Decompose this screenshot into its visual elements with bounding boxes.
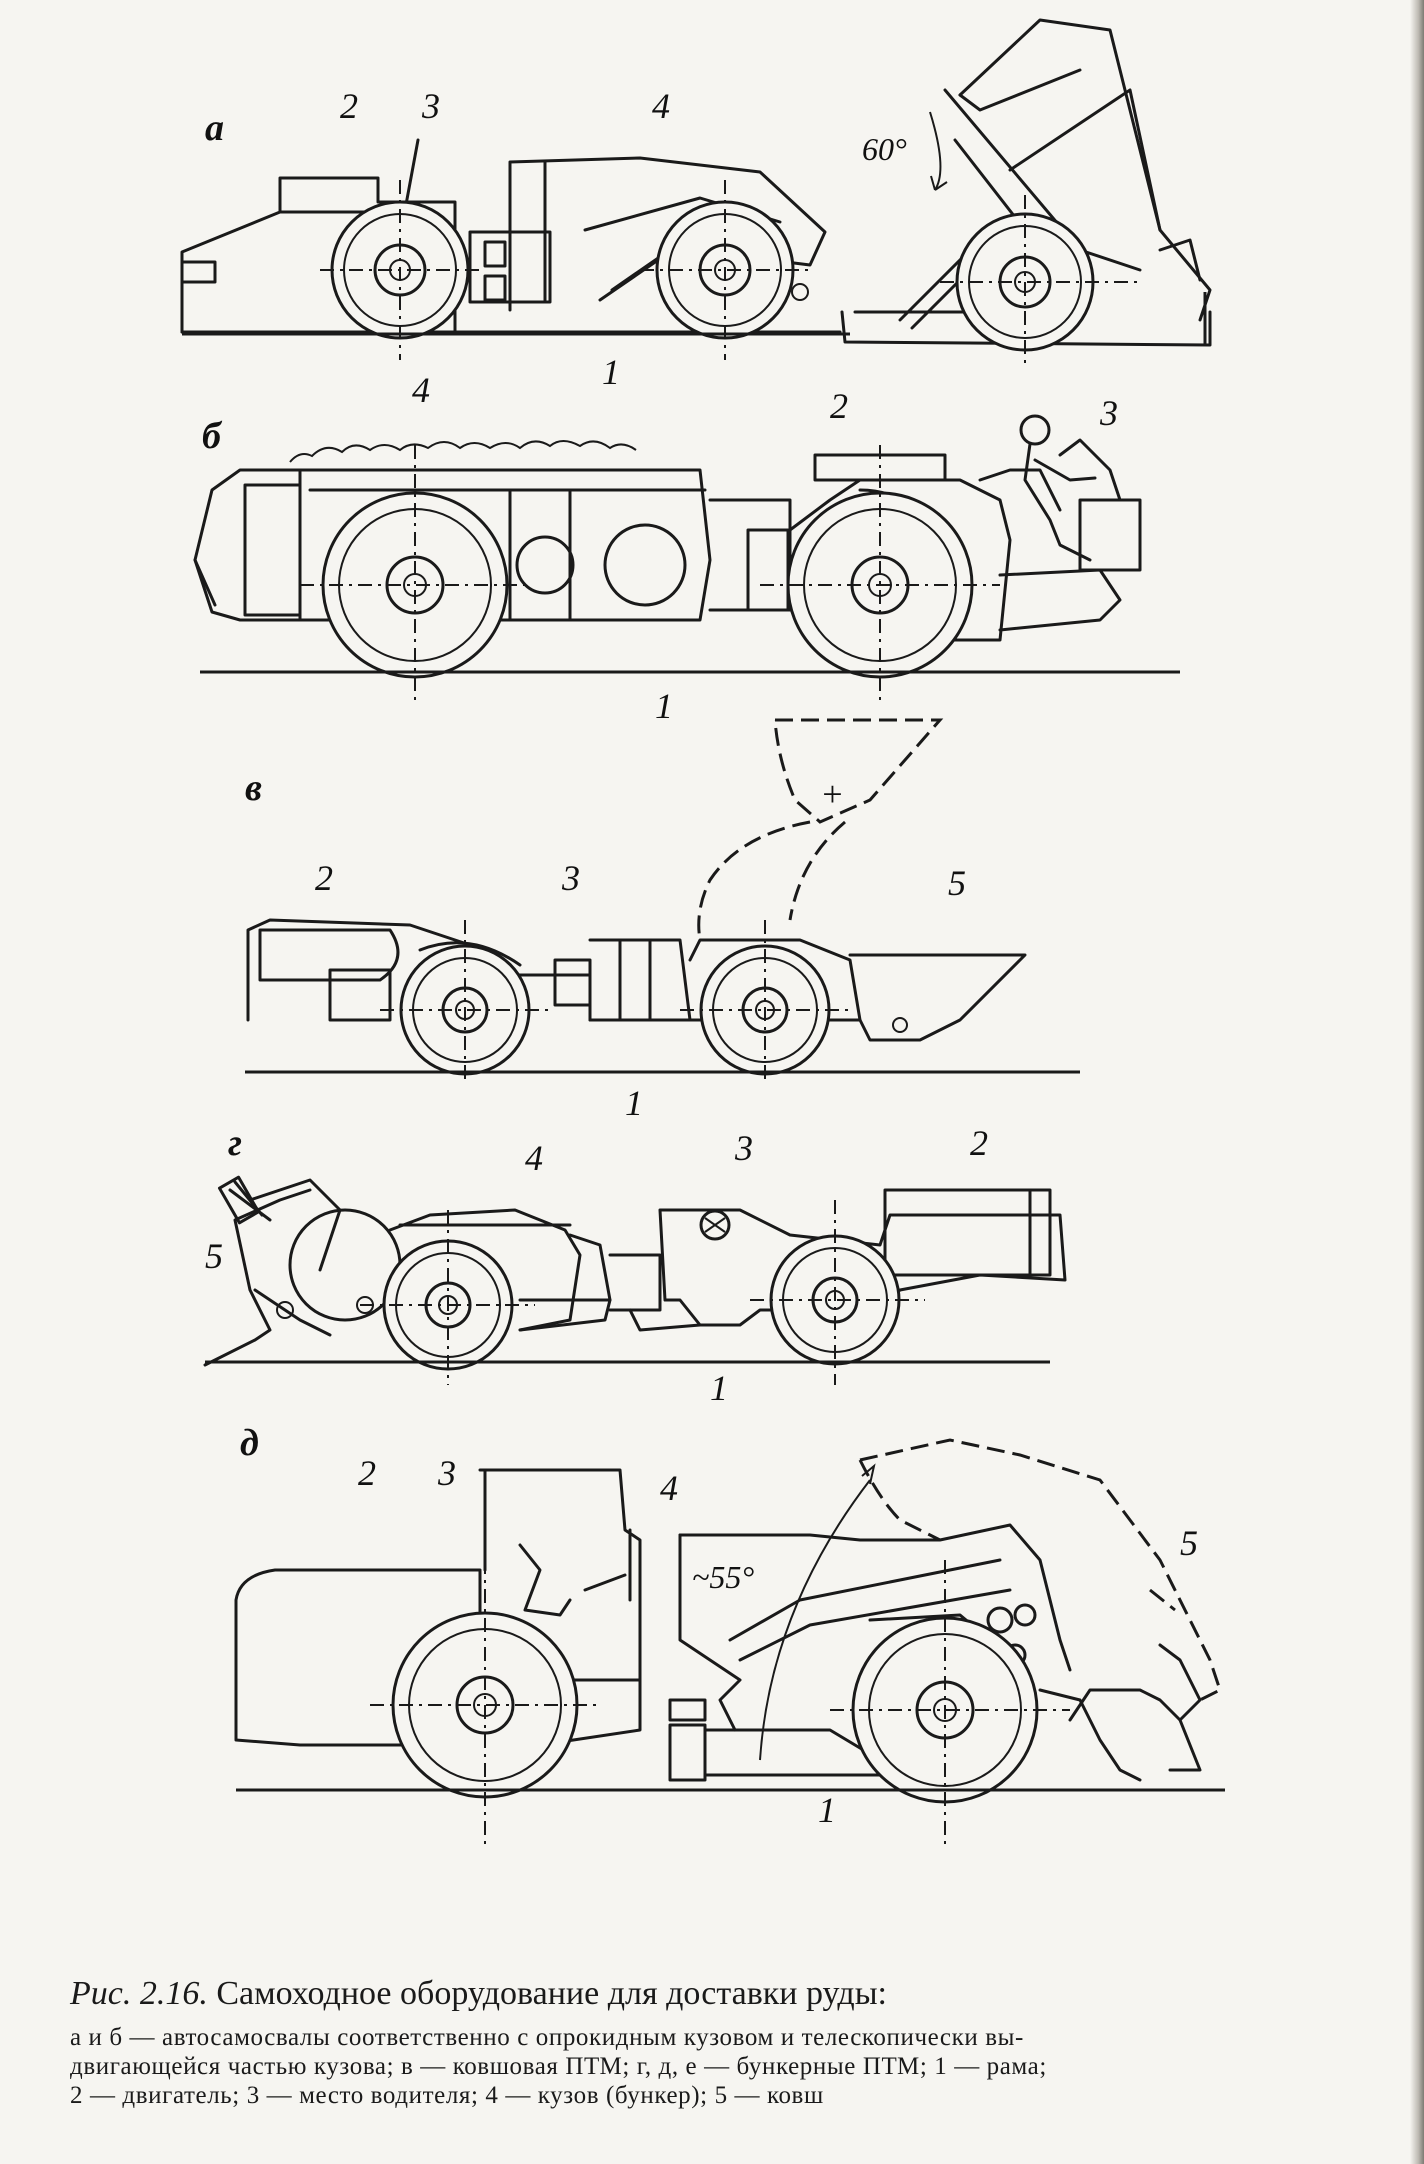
figure-number: Рис. 2.16. <box>70 1975 208 2012</box>
panel-g-callout-3: 3 <box>734 1128 753 1168</box>
panel-a-dump-truck <box>180 138 842 360</box>
panel-d-callout-1: 1 <box>818 1790 836 1830</box>
panel-g: г 4 3 2 5 1 <box>203 1122 1067 1408</box>
panel-a-callout-1: 1 <box>602 352 620 392</box>
caption-line-1: а и б — автосамосвалы соответственно с о… <box>70 2024 1024 2051</box>
panel-b-letter: б <box>202 415 223 457</box>
panel-d-callout-5: 5 <box>1180 1523 1198 1563</box>
panel-v-letter: в <box>245 767 262 809</box>
panel-b-callout-3: 3 <box>1099 393 1118 433</box>
panel-v-callout-1: 1 <box>625 1083 643 1123</box>
panel-v-bucket-loader: + <box>246 718 1027 1085</box>
panel-g-callout-1: 1 <box>710 1368 728 1408</box>
panel-g-callout-2: 2 <box>970 1123 988 1163</box>
panel-g-callout-5: 5 <box>205 1236 223 1276</box>
panel-d-callout-2: 2 <box>358 1453 376 1493</box>
panel-d-callout-4: 4 <box>660 1468 678 1508</box>
panel-a: а 2 3 4 1 60° <box>180 18 1212 392</box>
panel-g-callout-4: 4 <box>525 1138 543 1178</box>
panel-a-callout-4: 4 <box>652 86 670 126</box>
figure-drawing: а 2 3 4 1 60° <box>180 18 1225 1845</box>
panel-d-callout-3: 3 <box>437 1453 456 1493</box>
panel-g-letter: г <box>228 1122 242 1164</box>
panel-a-angle-label: 60° <box>862 131 907 167</box>
panel-a-letter: а <box>205 107 224 149</box>
panel-b-callout-4: 4 <box>412 370 430 410</box>
caption-line-2: двигающейся частью кузова; в — ковшовая … <box>70 2053 1047 2080</box>
panel-b: б 4 2 3 1 <box>193 370 1180 726</box>
panel-g-bunker-loader <box>203 1175 1067 1385</box>
panel-b-callout-1: 1 <box>655 686 673 726</box>
panel-v-callout-3: 3 <box>561 858 580 898</box>
caption-title: Самоходное оборудование для доставки руд… <box>216 1975 887 2012</box>
panel-a-tipped-body <box>840 18 1212 368</box>
panel-v: в 2 3 5 1 + <box>245 718 1080 1123</box>
panel-d-letter: д <box>240 1422 259 1464</box>
panel-a-callout-3: 3 <box>421 86 440 126</box>
panel-d-bunker-loader <box>234 1438 1222 1845</box>
caption-title-line: Рис. 2.16. Самоходное оборудование для д… <box>70 1975 1400 2013</box>
panel-v-callout-5: 5 <box>948 863 966 903</box>
panel-b-callout-2: 2 <box>830 386 848 426</box>
caption-body: а и б — автосамосвалы соответственно с о… <box>70 2023 1400 2110</box>
caption-line-3: 2 — двигатель; 3 — место водителя; 4 — к… <box>70 2082 824 2109</box>
panel-a-callout-2: 2 <box>340 86 358 126</box>
figure-caption: Рис. 2.16. Самоходное оборудование для д… <box>70 1975 1400 2110</box>
panel-v-callout-2: 2 <box>315 858 333 898</box>
page-edge-shadow <box>1410 0 1424 2164</box>
panel-d: д 2 3 4 5 1 ~55° <box>234 1422 1225 1845</box>
panel-d-angle-label: ~55° <box>692 1559 754 1595</box>
panel-b-telescopic-truck <box>193 414 1142 705</box>
svg-text:+: + <box>820 774 844 814</box>
